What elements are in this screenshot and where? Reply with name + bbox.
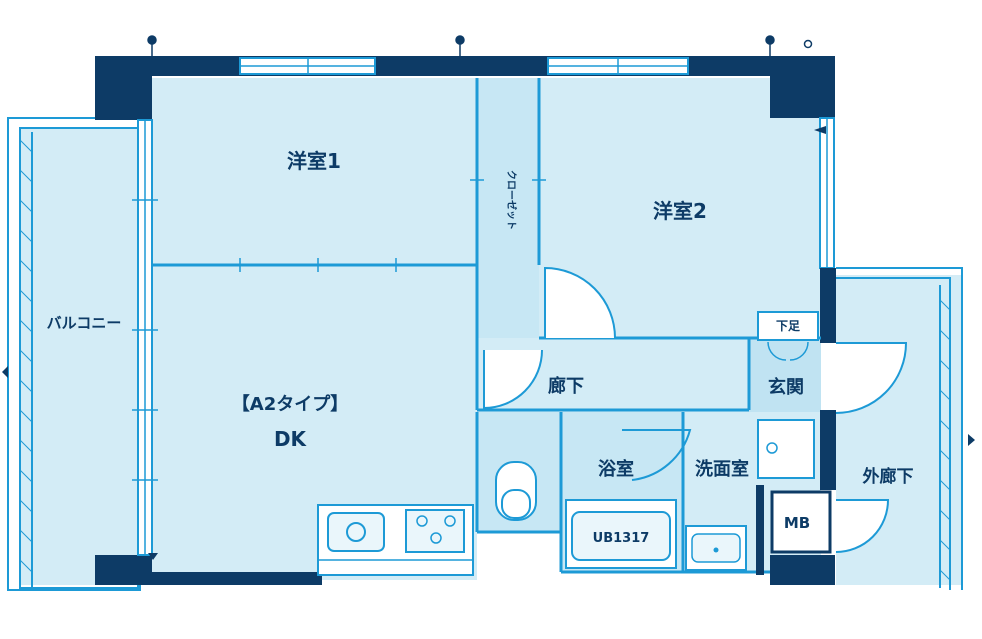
label-type: 【A2タイプ】	[232, 393, 348, 415]
label-hallway: 廊下	[548, 375, 584, 397]
room-entrance	[749, 338, 821, 412]
right-window	[819, 117, 836, 343]
unit-bath	[565, 499, 677, 569]
room-western1	[152, 78, 477, 265]
marker-arrows	[2, 126, 975, 560]
label-closet: クローゼット	[505, 170, 518, 230]
label-balcony: バルコニー	[47, 314, 122, 332]
label-western2: 洋室2	[653, 199, 707, 223]
top-windows	[239, 57, 689, 75]
toilet	[495, 461, 537, 521]
label-outer-corridor: 外廊下	[863, 466, 914, 487]
label-washroom: 洗面室	[695, 458, 749, 480]
label-unit-bath: UB1317	[593, 531, 650, 546]
label-bathroom: 浴室	[598, 458, 634, 480]
label-western1: 洋室1	[287, 149, 341, 173]
label-shoe-box: 下足	[776, 319, 800, 333]
meter-box	[770, 490, 832, 554]
label-meter-box: MB	[784, 514, 810, 532]
balcony-hatch	[19, 139, 33, 573]
wall-ticks	[239, 179, 546, 272]
room-closet	[477, 78, 539, 338]
washer-space	[757, 419, 815, 479]
top-markers	[147, 35, 813, 56]
label-entrance: 玄関	[768, 376, 804, 398]
shoe-box-doors	[767, 341, 809, 361]
wash-basin	[685, 525, 747, 571]
room-balcony	[20, 128, 138, 585]
shoe-box	[757, 311, 819, 341]
corridor-frame	[836, 267, 963, 590]
left-window	[132, 119, 158, 556]
kitchen-counter	[317, 504, 474, 576]
doors	[483, 266, 908, 553]
label-dk: DK	[274, 427, 308, 451]
corridor-hatch	[939, 299, 951, 581]
